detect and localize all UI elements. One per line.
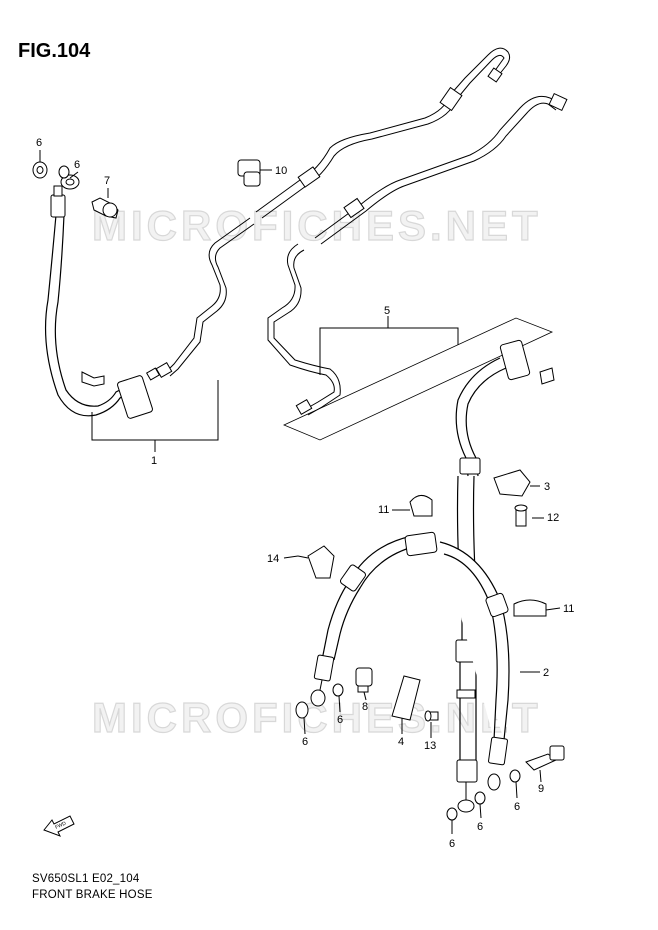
callout-13: 13 [424,740,436,752]
watermark-bottom: MICROFICHES.NET [92,694,542,741]
section-title: FRONT BRAKE HOSE [32,889,153,901]
callout-6: 6 [477,821,483,833]
callout-1: 1 [151,455,157,467]
callout-6: 6 [36,137,42,149]
callout-2: 2 [543,667,549,679]
union-bolt-icon [355,667,373,693]
bolt-icon [539,367,555,385]
brake-hose-upper-left [44,174,255,452]
clamp-icon [513,599,547,617]
bolt-icon [514,504,528,527]
callouts: 6 6 7 10 1 5 3 12 11 11 14 2 6 6 8 4 13 … [36,137,574,850]
brake-pipe-lower-left [267,243,341,416]
callout-10: 10 [275,165,287,177]
callout-6: 6 [74,159,80,171]
callout-7: 7 [104,175,110,187]
watermark-top: MICROFICHES.NET [92,202,542,249]
callout-14: 14 [267,553,279,565]
fwd-arrow-icon: FWD [43,815,75,837]
brake-hose-left-branch [310,531,438,707]
bracket-icon [391,675,421,721]
brake-hose-right-branch [439,541,510,791]
callout-6: 6 [302,736,308,748]
callout-12: 12 [547,512,559,524]
callout-6: 6 [514,801,520,813]
fwd-label: FWD [54,820,67,830]
washer-icon [446,807,458,821]
callout-8: 8 [362,701,368,713]
bolt-icon [424,710,439,722]
callout-6: 6 [449,838,455,850]
clamp-icon [237,159,272,187]
brake-pipe-top [255,47,511,219]
washer-icon [509,769,521,783]
washer-icon [332,683,344,697]
brake-pipe-mid [314,92,568,245]
callout-9: 9 [538,783,544,795]
washer-icon [58,165,70,179]
washer-icon [295,701,309,719]
figure-title: FIG.104 [18,40,91,62]
clamp-icon [493,469,540,497]
callout-5: 5 [384,305,390,317]
clamp-icon [409,495,433,517]
union-bolt-icon [91,197,119,219]
union-bolt-icon [525,745,565,771]
washer-icon [474,791,486,805]
model-code: SV650SL1 E02_104 [32,873,140,885]
clamp-icon [297,545,335,579]
callout-11: 11 [378,504,389,516]
callout-11: 11 [563,603,574,615]
callout-6: 6 [337,714,343,726]
callout-3: 3 [544,481,550,493]
callout-4: 4 [398,736,404,748]
